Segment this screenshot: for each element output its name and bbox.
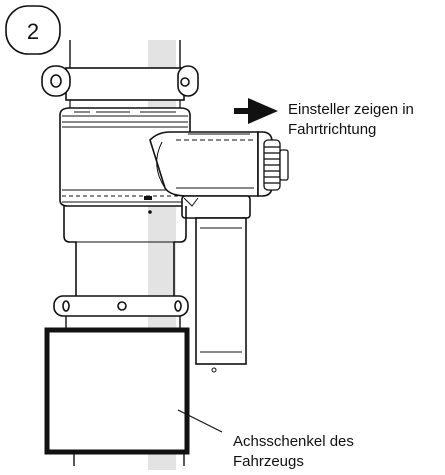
direction-label-line2: Fahrtrichtung [288,121,376,138]
lower-clamp [53,295,189,317]
step-number: 2 [27,19,39,44]
axle-label-line2: Fahrzeugs [233,453,304,470]
axle-label-line1: Achsschenkel des [233,433,354,450]
knurled-knob [263,139,289,191]
step-badge-outline [5,5,61,55]
clamp-hole-left [50,74,62,88]
axle-leader-line [177,409,223,433]
top-clamp [41,65,199,101]
knob-cap [279,149,289,181]
axle-stub-box [44,327,190,455]
clamp-band [65,67,185,101]
axle-stub-outline [44,327,190,455]
housing-detail-lines [62,111,188,203]
adjuster-arm [149,131,273,197]
step-badge: 2 [5,5,61,55]
adjuster-neck [149,131,259,197]
lower-column [63,206,187,296]
clamp-hole-right [180,77,190,87]
upper-tube [69,40,181,68]
arrow-right-icon [234,98,278,124]
cylinder-body [195,217,247,365]
hanging-cylinder [181,195,251,365]
direction-label-line1: Einsteller zeigen in [288,101,414,118]
cylinder-collar [181,195,251,219]
